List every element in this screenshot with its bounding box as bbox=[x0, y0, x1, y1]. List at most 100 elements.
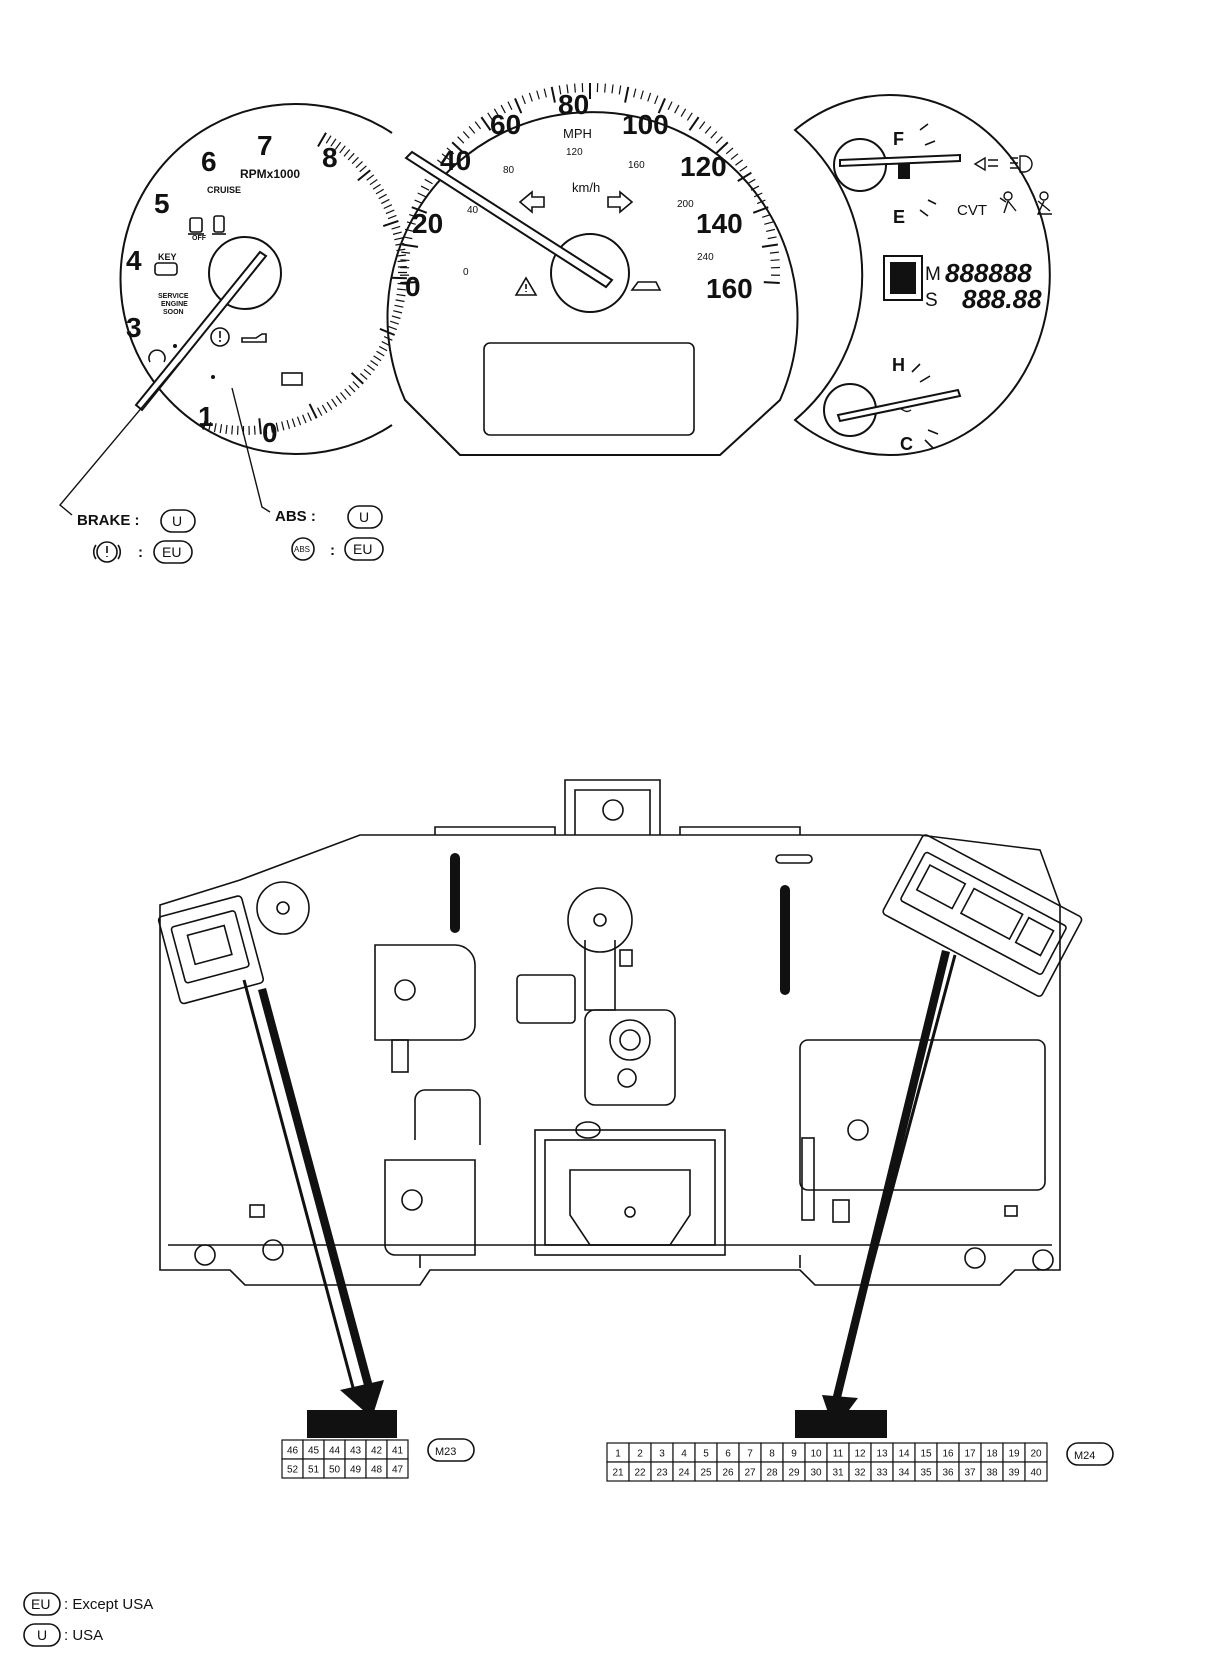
tach-tick bbox=[339, 145, 346, 154]
abs-indicator-dot bbox=[211, 375, 215, 379]
m24-terminal-number: 38 bbox=[986, 1468, 998, 1479]
tach-tick bbox=[391, 225, 401, 230]
m23-terminal-number: 45 bbox=[308, 1446, 320, 1457]
tach-tick bbox=[317, 132, 327, 148]
speed-tick bbox=[766, 228, 776, 233]
speedometer-icons bbox=[483, 190, 695, 436]
speed-tick bbox=[411, 206, 428, 214]
tach-tick bbox=[326, 401, 333, 411]
speed-tick bbox=[710, 131, 718, 139]
tach-tick bbox=[397, 260, 407, 263]
seatbelt-small-icon bbox=[148, 349, 166, 363]
tach-tick bbox=[330, 138, 337, 147]
tach-tick bbox=[231, 425, 234, 435]
abs-eu-badge bbox=[344, 537, 384, 561]
speed-tick bbox=[480, 116, 492, 131]
speed-tick bbox=[558, 85, 562, 95]
tachometer-ticks bbox=[202, 132, 408, 435]
temp-hot-label: H bbox=[892, 355, 905, 375]
speed-tick bbox=[474, 121, 482, 130]
speed-tick bbox=[686, 112, 693, 121]
m24-terminal-number: 22 bbox=[634, 1468, 646, 1479]
m24-terminal-number: 31 bbox=[832, 1468, 844, 1479]
off-label: OFF bbox=[192, 235, 207, 242]
brake-eu-badge bbox=[153, 540, 193, 564]
m24-terminal-number: 23 bbox=[656, 1468, 668, 1479]
m23-id-badge bbox=[427, 1438, 475, 1462]
m24-terminal-number: 36 bbox=[942, 1468, 954, 1479]
rect-boss bbox=[516, 974, 576, 1024]
speed-tick bbox=[417, 192, 427, 198]
brake-eu-symbol-icon bbox=[96, 541, 118, 563]
tach-tick bbox=[383, 336, 393, 341]
tach-tick bbox=[366, 364, 375, 371]
m24-terminal-number: 27 bbox=[744, 1468, 756, 1479]
m24-terminal-number: 14 bbox=[898, 1449, 910, 1460]
tach-tick bbox=[392, 231, 402, 235]
speedometer-needle bbox=[404, 150, 614, 289]
gear-position-display bbox=[883, 255, 923, 301]
speed-tick bbox=[624, 86, 630, 103]
service-label: SERVICE bbox=[158, 293, 189, 300]
speed-tick bbox=[441, 153, 450, 160]
tach-tick bbox=[391, 315, 401, 320]
speed-tick bbox=[647, 92, 652, 102]
callout-leaders bbox=[59, 361, 271, 516]
kmh-80: 80 bbox=[503, 165, 515, 176]
m23-terminal-number: 44 bbox=[329, 1446, 341, 1457]
small-clip-left bbox=[249, 1204, 265, 1218]
speed-tick bbox=[680, 108, 687, 117]
kmh-0: 0 bbox=[463, 267, 469, 278]
tripmeter-digits: 888.88 bbox=[962, 284, 1042, 314]
tach-tick bbox=[343, 149, 351, 157]
tachometer-warning-icons bbox=[148, 215, 303, 386]
speed-tick bbox=[611, 84, 614, 94]
mount-hole-1 bbox=[194, 1244, 216, 1266]
arrow-m23-head bbox=[340, 1380, 384, 1418]
m24-terminal-number: 9 bbox=[791, 1449, 797, 1460]
security-car-icon bbox=[630, 281, 662, 291]
tachometer-needle bbox=[134, 250, 268, 412]
speed-tick bbox=[446, 147, 455, 155]
temp-gauge-needle bbox=[836, 388, 962, 423]
speedometer-numerals: 0 20 40 60 80 100 120 140 160 MPH bbox=[405, 89, 753, 304]
tach-tick bbox=[286, 419, 291, 429]
m24-terminal-number: 33 bbox=[876, 1468, 888, 1479]
oil-pressure-icon bbox=[241, 333, 267, 343]
high-beam-icon bbox=[1010, 155, 1033, 173]
gear-position-segment bbox=[890, 262, 916, 294]
speed-tick bbox=[400, 281, 417, 284]
m23-terminal-number: 41 bbox=[392, 1446, 404, 1457]
stepper-lower bbox=[384, 1159, 476, 1256]
fuel-pump-icon bbox=[898, 163, 910, 179]
speedometer-bezel bbox=[386, 111, 799, 456]
legend-eu-badge-text: EU bbox=[31, 1596, 50, 1612]
tach-tick bbox=[363, 368, 372, 376]
speed-tick bbox=[737, 171, 752, 182]
speed-tick bbox=[487, 112, 494, 121]
brake-callout-label: BRAKE : bbox=[77, 512, 140, 529]
small-clip-right bbox=[1004, 1205, 1018, 1217]
tach-tick bbox=[253, 425, 256, 435]
tach-tick bbox=[308, 403, 318, 419]
odometer-digits: 888888 bbox=[945, 258, 1032, 288]
abs-u-badge bbox=[347, 505, 383, 529]
mph-40: 40 bbox=[440, 145, 471, 176]
mph-140: 140 bbox=[696, 208, 743, 239]
led-cluster-top bbox=[775, 854, 813, 864]
m24-terminal-number: 8 bbox=[769, 1449, 775, 1460]
speed-tick bbox=[769, 251, 779, 254]
brake-u-badge-text: U bbox=[172, 513, 182, 529]
m24-terminal-number: 17 bbox=[964, 1449, 976, 1460]
m24-terminal-number: 24 bbox=[678, 1468, 690, 1479]
speed-tick bbox=[667, 101, 673, 110]
kmh-160: 160 bbox=[628, 160, 645, 171]
speed-tick bbox=[747, 178, 756, 185]
tach-tick bbox=[385, 209, 395, 215]
tach-tick bbox=[388, 325, 398, 331]
tach-tick bbox=[225, 424, 228, 434]
